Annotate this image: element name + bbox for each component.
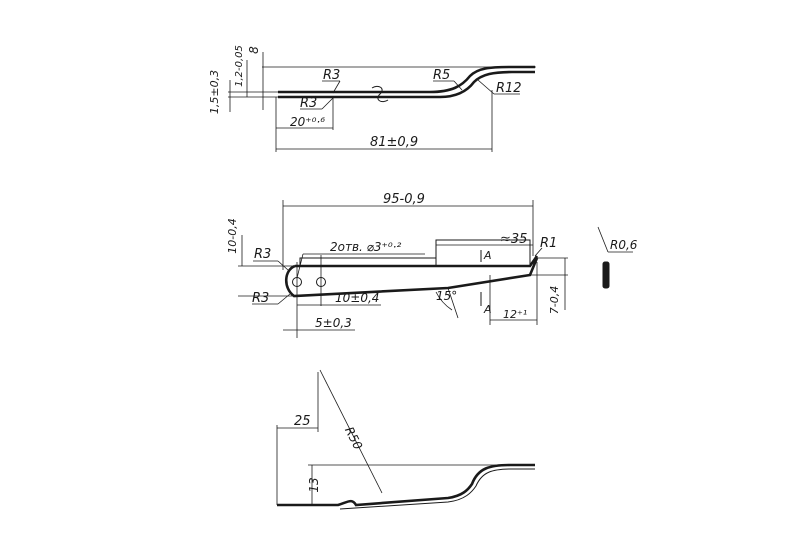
top-view-leader <box>453 80 463 91</box>
plan-view-section-mark-bottom: A <box>483 303 492 316</box>
plan-view-leader <box>277 293 291 305</box>
plan-view-hole-offset-dim: 5±0,3 <box>315 316 352 330</box>
plan-view-leader <box>296 253 304 279</box>
plan-view-tip-length-dim: 12⁺¹ <box>503 308 527 321</box>
plan-view-flat-length-dim: ≈35 <box>500 232 527 247</box>
section-detail: R0,6 <box>597 226 638 289</box>
top-view-step-dim: 1,2-0,05 <box>234 45 245 87</box>
top-view-height-dim: 8 <box>247 46 261 54</box>
plan-view-flat-zone <box>435 239 531 266</box>
top-view-radius-upper-right: R5 <box>433 68 450 83</box>
top-view-leader <box>332 80 341 94</box>
top-view-part-outline-lower <box>278 70 535 99</box>
plan-view-leader <box>277 260 289 271</box>
plan-view: 95-0,9 10-0,4 2отв. ⌀3⁺⁰·² ≈35 R1 R3 R3 … <box>226 192 568 338</box>
plan-view-leader <box>534 247 543 257</box>
bottom-view-part-outline <box>277 463 535 507</box>
section-detail-leader <box>597 226 609 253</box>
bottom-view-offset-dim: 25 <box>294 414 311 429</box>
plan-view-radius-corner-lower: R3 <box>252 291 269 306</box>
plan-view-hole-spacing-dim: 10±0,4 <box>335 291 379 305</box>
bottom-view-height-dim: 13 <box>307 477 321 492</box>
top-view-length-short-dim: 20⁺⁰·⁶ <box>290 115 325 129</box>
section-detail-profile <box>602 261 610 289</box>
top-view-radius-lower-right: R12 <box>496 81 522 96</box>
plan-view-angle-line <box>447 287 459 319</box>
bottom-view-part-outline <box>339 468 535 510</box>
plan-view-angle-label: 15° <box>436 289 457 303</box>
plan-view-angle-arc <box>435 291 453 311</box>
top-view-leader <box>477 79 495 95</box>
top-view: 1,5±0,3 1,2-0,05 8 R3 R3 R5 R12 20⁺⁰·⁶ 8… <box>208 45 536 152</box>
plan-view-part-outline <box>284 255 539 298</box>
plan-view-radius-tip: R1 <box>540 236 557 251</box>
bottom-view-radius-label: R50 <box>342 424 365 452</box>
top-view-break-symbol <box>371 85 389 103</box>
plan-view-total-length-dim: 95-0,9 <box>383 192 425 207</box>
plan-view-radius-corner-upper: R3 <box>254 247 271 262</box>
top-view-radius-upper-left: R3 <box>323 68 340 83</box>
plan-view-width-right-dim: 7-0,4 <box>548 286 561 314</box>
plan-view-section-mark-top: A <box>483 249 492 262</box>
top-view-radius-lower-left: R3 <box>300 96 317 111</box>
bottom-view-radius-line <box>319 369 383 494</box>
top-view-leader <box>321 96 335 110</box>
section-detail-radius-label: R0,6 <box>610 238 638 252</box>
top-view-thickness-dim: 1,5±0,3 <box>208 70 221 114</box>
top-view-length-long-dim: 81±0,9 <box>370 135 418 150</box>
bottom-view: 25 R50 13 <box>276 369 535 510</box>
plan-view-holes-note: 2отв. ⌀3⁺⁰·² <box>330 240 401 254</box>
plan-view-width-left-dim: 10-0,4 <box>226 218 239 253</box>
